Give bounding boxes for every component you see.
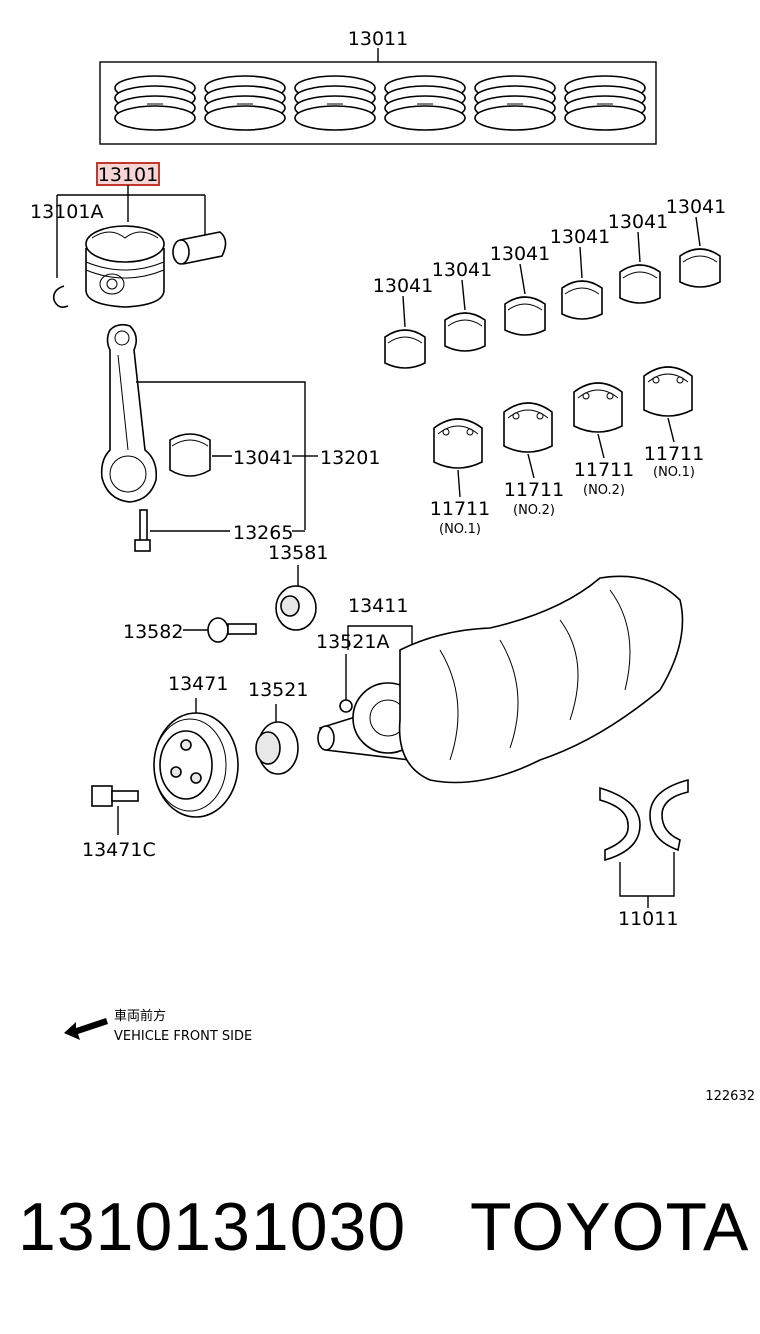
timing-gear [255, 721, 299, 775]
label-crank-bearing-1: 11711 [430, 498, 490, 520]
thrust-washer-right [649, 778, 689, 852]
label-crank-bearing-4: 11711 [644, 443, 704, 465]
pulley-bolt [91, 785, 139, 807]
crank-pulley [153, 712, 239, 818]
crank-bearing-2 [503, 402, 553, 453]
suffix-crank-bearing-4: (NO.1) [653, 465, 695, 480]
label-thrust-washer-set: 11011 [618, 908, 678, 930]
label-piston-snap-ring: 13101A [30, 201, 103, 223]
main-bearing-upper-1 [384, 329, 426, 369]
crank-bearing-3 [573, 382, 623, 433]
main-bearing-upper-2 [444, 312, 486, 352]
crankshaft [317, 575, 684, 784]
piston-ring-set [99, 48, 657, 145]
label-timing-gear: 13521 [248, 679, 308, 701]
parts-diagram: 13011 13101 13101A 130411304113041130411… [30, 28, 755, 1100]
footer-part-number: 1310131030 [18, 1189, 407, 1265]
piston-ring-2 [204, 75, 286, 131]
snap-ring [52, 285, 69, 308]
label-piston-sub-assy: 13101 [98, 164, 158, 186]
label-main-bearing-upper-6: 13041 [666, 196, 726, 218]
main-bearing-upper-6 [679, 248, 721, 288]
piston-pin [172, 231, 227, 265]
label-spacer: 13581 [268, 542, 328, 564]
label-main-bearing-upper-5: 13041 [608, 211, 668, 233]
bolt [207, 617, 257, 643]
figure-code: 122632 [705, 1089, 755, 1100]
conrod-bearing [169, 433, 211, 477]
piston [85, 225, 165, 308]
label-crank-bearing-3: 11711 [574, 459, 634, 481]
suffix-crank-bearing-1: (NO.1) [439, 522, 481, 537]
label-main-bearing-upper-3: 13041 [490, 243, 550, 265]
label-pulley-bolt: 13471C [82, 839, 156, 861]
piston-ring-5 [474, 75, 556, 131]
piston-ring-6 [564, 75, 646, 131]
label-piston-ring-set: 13011 [348, 28, 408, 50]
front-note-en: VEHICLE FRONT SIDE [114, 1029, 252, 1044]
label-pulley: 13471 [168, 673, 228, 695]
main-bearing-upper-4 [561, 280, 603, 320]
conrod-bolt [134, 509, 151, 552]
thrust-washer-left [599, 786, 641, 862]
front-arrow-icon [64, 1018, 108, 1040]
piston-ring-1 [114, 75, 196, 131]
main-bearing-upper-3 [504, 296, 546, 336]
label-crankshaft: 13411 [348, 595, 408, 617]
footer-brand: TOYOTA [470, 1189, 750, 1265]
crank-bearing-1 [433, 418, 483, 469]
label-bolt: 13582 [123, 621, 183, 643]
front-note-jp: 車両前方 [114, 1008, 166, 1024]
label-conrod-assy: 13201 [320, 447, 380, 469]
suffix-crank-bearing-3: (NO.2) [583, 483, 625, 498]
label-main-bearing-upper-1: 13041 [373, 275, 433, 297]
label-conrod-bearing: 13041 [233, 447, 293, 469]
piston-ring-3 [294, 75, 376, 131]
crank-bearing-4 [643, 366, 693, 417]
main-bearing-upper-5 [619, 264, 661, 304]
label-conrod-bolt: 13265 [233, 522, 293, 544]
spacer [275, 585, 317, 631]
label-main-bearing-upper-4: 13041 [550, 226, 610, 248]
label-crank-bearing-2: 11711 [504, 479, 564, 501]
label-key: 13521A [316, 631, 389, 653]
suffix-crank-bearing-2: (NO.2) [513, 503, 555, 518]
piston-ring-4 [384, 75, 466, 131]
label-main-bearing-upper-2: 13041 [432, 259, 492, 281]
connecting-rod [100, 323, 158, 503]
